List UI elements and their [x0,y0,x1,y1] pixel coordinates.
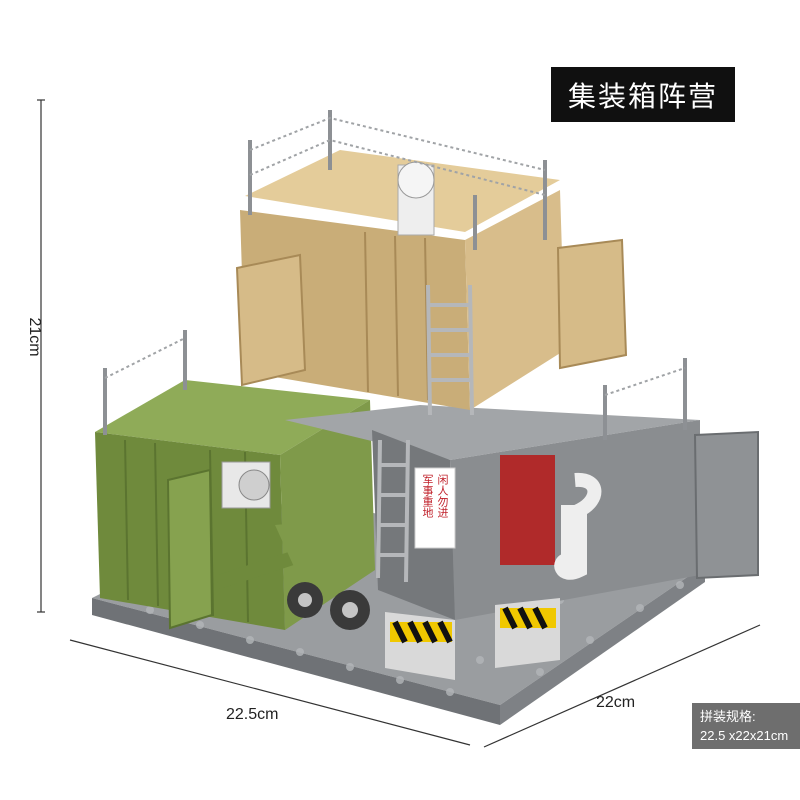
sign-text-right: 闲人勿进 [436,474,449,518]
spec-value: 22.5 x22x21cm [700,728,789,743]
road-barriers [385,598,560,680]
dimension-lines [37,99,761,748]
ladders [376,284,474,583]
depth-dimension-label: 22cm [596,694,636,711]
warning-sign [414,467,456,549]
spec-label: 拼装规格: [700,709,756,724]
red-interior [500,455,555,565]
sign-text-left: 军事重地 [421,474,434,518]
width-dimension-label: 22.5cm [226,706,279,723]
barbed-wire-fences [103,110,687,440]
tan-container-left-door [235,253,307,387]
spec-box: 拼装规格: 22.5 x22x21cm [692,703,800,749]
height-dimension-label: 21cm [26,317,43,357]
product-title: 集装箱阵营 [551,67,735,122]
white-pipe [554,472,602,580]
tan-container-right-door [556,238,628,370]
width-dimension-line [69,639,471,746]
gray-container-door [693,430,759,580]
depth-dimension-line [483,624,761,748]
green-container-door [166,468,214,630]
artillery-cannon [215,520,370,630]
tan-container [235,150,628,410]
gray-container [285,405,759,620]
